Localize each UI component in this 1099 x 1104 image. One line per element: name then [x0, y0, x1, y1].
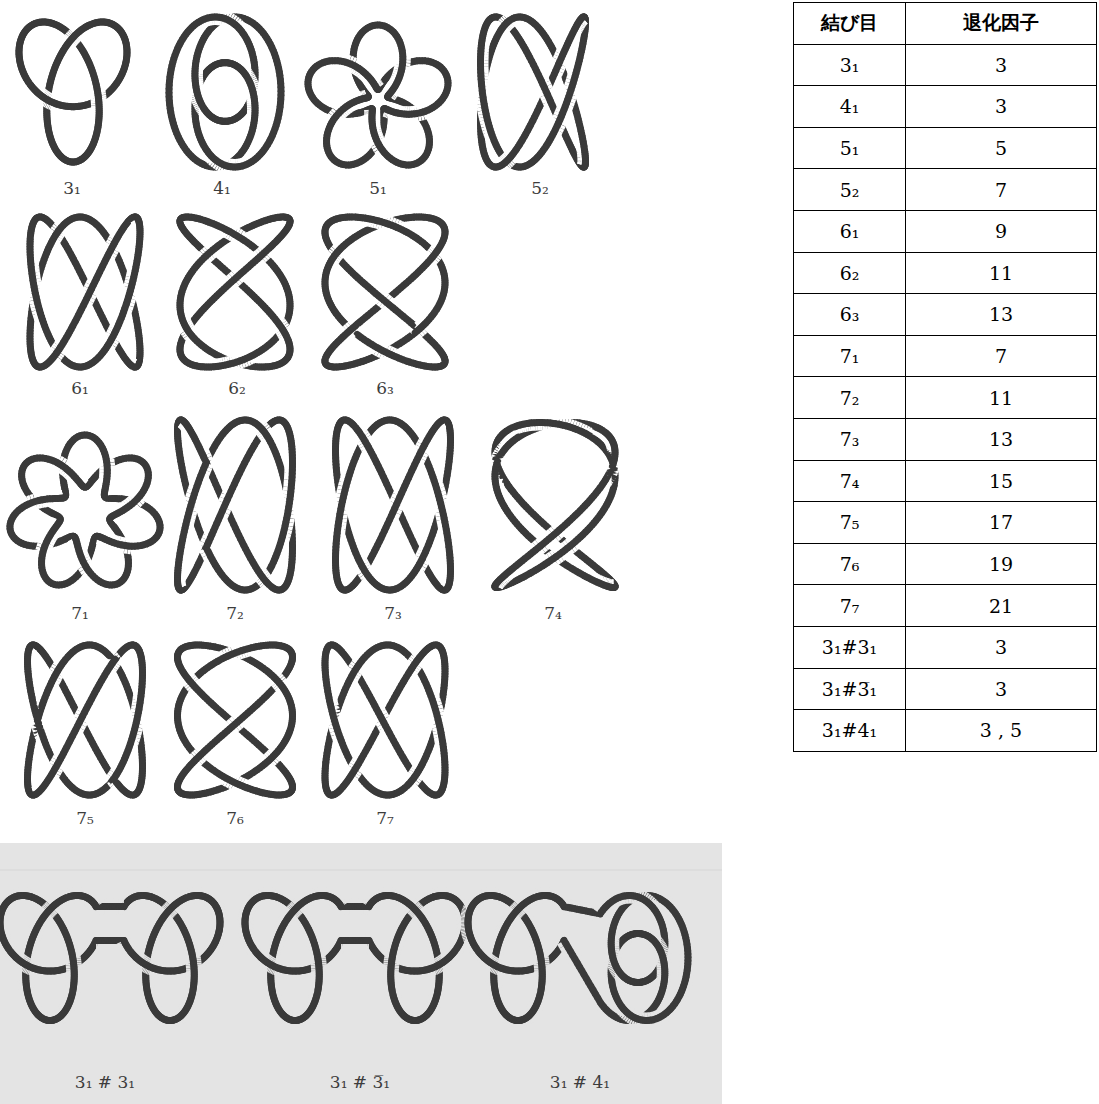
knot	[308, 25, 448, 165]
knot	[169, 17, 281, 167]
knot-strand	[29, 83, 30, 84]
knot-strand	[247, 77, 248, 78]
knot	[19, 22, 127, 162]
knot-strand	[243, 165, 245, 166]
knot-strand	[205, 18, 207, 19]
knot-strand	[202, 105, 203, 106]
